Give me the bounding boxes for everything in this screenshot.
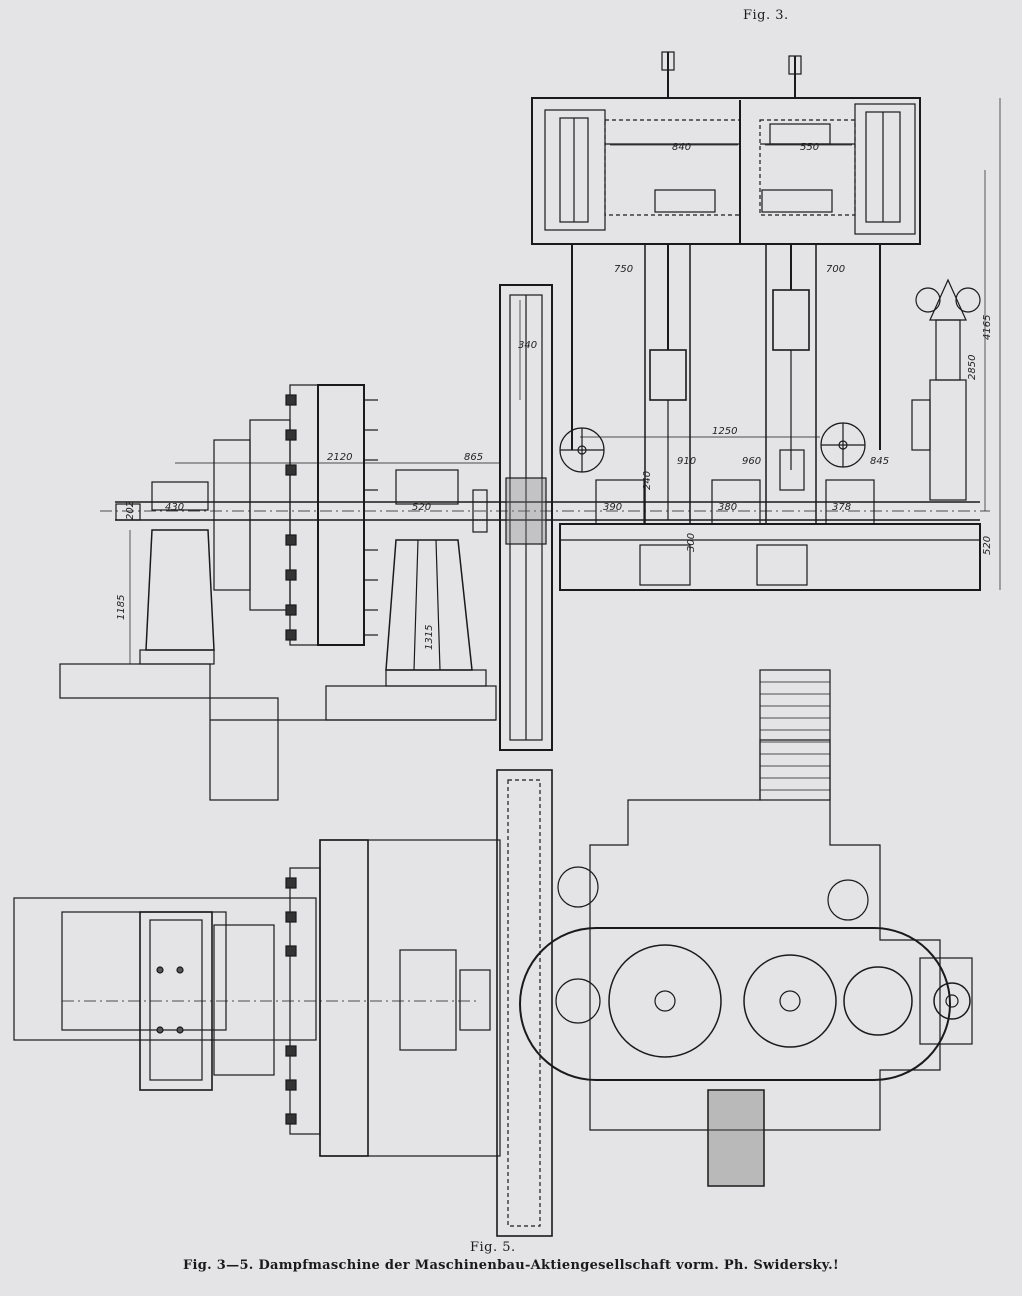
figure-5-label: Fig. 5. [470, 1240, 516, 1255]
dim-2120: 2120 [327, 452, 352, 463]
dimension-labels: 840 550 750 700 4165 2850 520 340 2120 8… [116, 142, 993, 650]
dim-700: 700 [826, 264, 845, 275]
plan-view [13, 669, 973, 1237]
foundation [59, 663, 497, 801]
dim-378: 378 [832, 502, 851, 513]
dim-1250: 1250 [712, 426, 737, 437]
dim-750: 750 [614, 264, 633, 275]
figure-caption: Fig. 3—5. Dampfmaschine der Maschinenbau… [183, 1258, 839, 1273]
governor [911, 278, 981, 501]
generator [213, 384, 378, 646]
dim-340: 340 [518, 340, 537, 351]
dim-240: 240 [642, 471, 653, 490]
cylinder-block [531, 51, 921, 245]
handwheels [559, 422, 866, 473]
figure-3-label: Fig. 3. [743, 8, 789, 23]
plan-left-foundation [13, 897, 480, 1091]
dim-202: 202 [125, 501, 136, 520]
dim-2850: 2850 [967, 355, 978, 380]
dim-960: 960 [742, 456, 761, 467]
dim-380: 380 [718, 502, 737, 513]
bedplate [559, 479, 981, 591]
dim-520b: 520 [982, 536, 993, 555]
dim-4165: 4165 [982, 315, 993, 340]
rope-pulley [472, 284, 553, 751]
engine-frame [571, 243, 881, 525]
dim-840: 840 [672, 142, 691, 153]
dim-550: 550 [800, 142, 819, 153]
dim-520: 520 [412, 502, 431, 513]
elevation-dimension-lines [129, 98, 1001, 664]
dim-1185: 1185 [116, 595, 127, 620]
dim-910: 910 [677, 456, 696, 467]
dim-1315: 1315 [424, 625, 435, 650]
crankshaft [100, 501, 990, 521]
dim-390: 390 [603, 502, 622, 513]
plan-engine-bed [519, 739, 973, 1187]
dim-300: 300 [686, 533, 697, 552]
plan-rope-pulley [496, 769, 553, 1237]
plan-generator [213, 839, 501, 1157]
plan-stairway [759, 669, 831, 801]
dim-845: 845 [870, 456, 889, 467]
dim-430: 430 [165, 502, 184, 513]
dim-865: 865 [464, 452, 483, 463]
elevation-view [59, 51, 1001, 801]
